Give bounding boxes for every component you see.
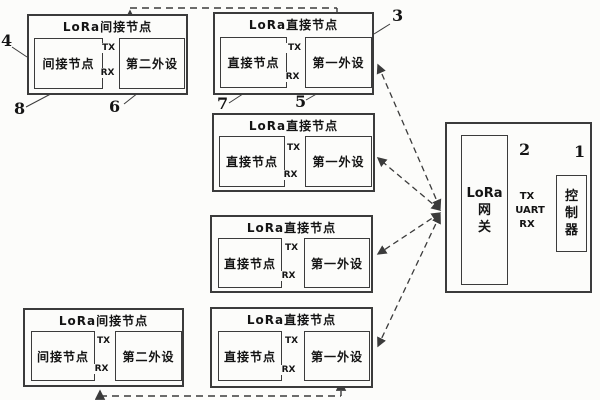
- direct-node-box-1: LoRa直接节点 直接节点 第一外设: [213, 12, 374, 95]
- ref-label-7: 7: [217, 94, 229, 113]
- rx-label: RX: [280, 271, 297, 281]
- indirect-node-inner: 间接节点: [34, 38, 103, 89]
- second-peripheral-inner: 第二外设: [115, 331, 182, 381]
- controller-label-line: 器: [564, 223, 578, 238]
- indirect-node-inner: 间接节点: [31, 331, 95, 381]
- indirect-node-box-bottom: LoRa间接节点 间接节点 第二外设: [23, 308, 184, 387]
- node-title: LoRa直接节点: [248, 18, 339, 32]
- ref-label-2: 2: [519, 140, 531, 159]
- rx-label: RX: [284, 72, 301, 82]
- tx-label: TX: [286, 43, 303, 53]
- gw-link-direct3: [376, 212, 442, 255]
- node-title: LoRa直接节点: [246, 221, 337, 235]
- ref-label-6: 6: [109, 97, 121, 116]
- leader-ref3: [373, 23, 391, 35]
- controller-box: 控 制 器: [556, 175, 587, 252]
- direct-node-box-3: LoRa直接节点 直接节点 第一外设: [210, 215, 373, 293]
- uart-label: UART: [512, 205, 548, 216]
- direct-node-box-4: LoRa直接节点 直接节点 第一外设: [210, 307, 373, 388]
- node-title: LoRa直接节点: [246, 313, 337, 327]
- lora-gateway-box: LoRa 网 关: [461, 135, 508, 285]
- ref-label-5: 5: [295, 92, 307, 111]
- first-peripheral-inner: 第一外设: [304, 238, 370, 288]
- first-peripheral-inner: 第一外设: [304, 331, 370, 381]
- indirect-node-box-top: LoRa间接节点 间接节点 第二外设: [27, 14, 188, 95]
- ref-label-8: 8: [14, 99, 26, 118]
- first-peripheral-inner: 第一外设: [305, 37, 372, 88]
- gateway-label-line: 关: [477, 219, 491, 235]
- ref-label-1: 1: [574, 142, 586, 161]
- uart-tx-label: TX: [516, 191, 538, 202]
- direct-node-inner: 直接节点: [219, 136, 285, 187]
- gw-link-direct4: [377, 213, 441, 348]
- direct-node-inner: 直接节点: [218, 331, 282, 381]
- controller-label-line: 制: [564, 206, 578, 221]
- node-title: LoRa间接节点: [58, 314, 149, 328]
- tx-label: TX: [100, 43, 117, 53]
- ref-label-3: 3: [392, 6, 404, 25]
- tx-label: TX: [283, 243, 300, 253]
- controller-label-line: 控: [564, 189, 578, 204]
- rx-label: RX: [280, 365, 297, 375]
- node-title: LoRa间接节点: [62, 20, 153, 34]
- gw-link-direct1: [376, 63, 442, 210]
- tx-label: TX: [283, 336, 300, 346]
- first-peripheral-inner: 第一外设: [305, 136, 372, 187]
- gateway-label-line: 网: [477, 202, 491, 218]
- rx-label: RX: [93, 364, 110, 374]
- rx-label: RX: [282, 170, 299, 180]
- tx-label: TX: [285, 143, 302, 153]
- node-title: LoRa直接节点: [248, 119, 339, 133]
- gateway-label-line: LoRa: [466, 185, 503, 201]
- tx-label: TX: [95, 336, 112, 346]
- ref-label-4: 4: [1, 31, 13, 50]
- direct-node-inner: 直接节点: [218, 238, 282, 288]
- rx-label: RX: [99, 68, 116, 78]
- gw-link-direct2: [376, 157, 442, 211]
- leader-ref4: [11, 46, 28, 58]
- uart-rx-label: RX: [516, 219, 538, 230]
- direct-node-inner: 直接节点: [220, 37, 287, 88]
- second-peripheral-inner: 第二外设: [119, 38, 185, 89]
